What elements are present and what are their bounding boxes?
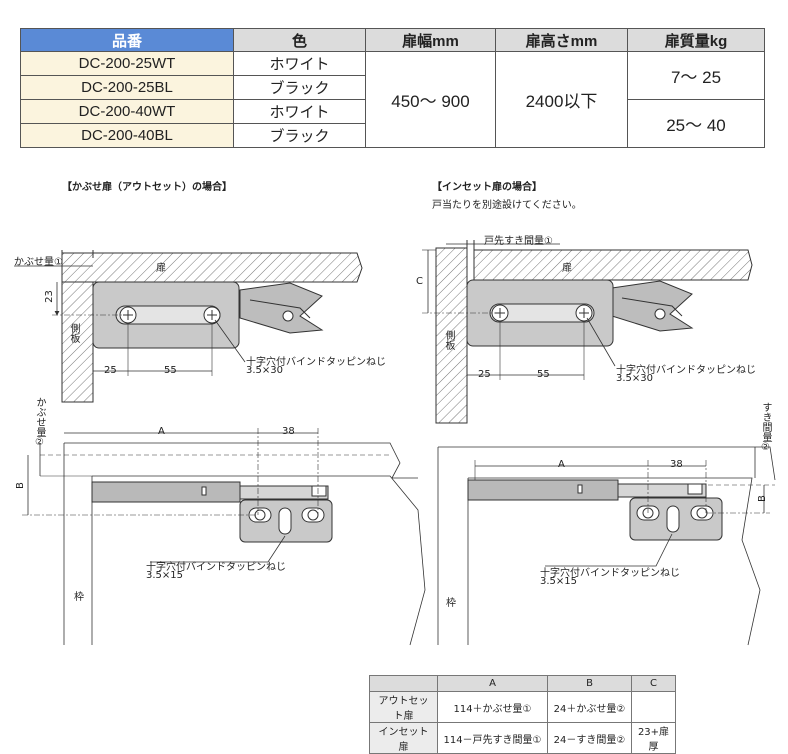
cell-b: 24－すき間量②	[547, 722, 632, 754]
abc-header-row: A B C	[369, 675, 676, 692]
dim-55-label: 55	[164, 365, 177, 376]
row-label: アウトセット扉	[369, 691, 438, 723]
side-panel-label: 側板	[68, 323, 79, 343]
cell-a: 114＋かぶせ量①	[437, 691, 548, 723]
table-row: DC-200-25BL ブラック	[20, 75, 765, 100]
dim-b-label-inset: B	[756, 495, 768, 502]
abc-header-c: C	[631, 675, 676, 692]
part-number: DC-200-40BL	[20, 123, 234, 148]
dim-a-label-inset: A	[558, 459, 565, 470]
gap-2-label: すき間量②	[760, 402, 771, 453]
inset-note: 戸当たりを別途設けてください。	[432, 200, 582, 211]
header-door-mass: 扉質量kg	[627, 28, 765, 52]
door-label-inset: 扉	[562, 263, 572, 274]
abc-header-b: B	[547, 675, 632, 692]
door-section-inset	[473, 249, 753, 281]
dim-a-label: A	[158, 426, 165, 437]
tip-gap-1-label: 戸先すき間量①	[484, 236, 553, 247]
side-panel-section-inset	[435, 247, 468, 424]
header-door-width: 扉幅mm	[365, 28, 496, 52]
side-panel-section	[61, 281, 94, 403]
dim-23-label: 23	[43, 290, 55, 303]
door-label: 扉	[156, 263, 166, 274]
table-row: DC-200-40WT ホワイト 25～ 40	[20, 99, 765, 148]
table-row: DC-200-40BL ブラック	[20, 123, 765, 148]
dim-55-label-inset: 55	[537, 369, 550, 380]
inset-front-view	[437, 446, 776, 646]
inset-title: 【インセット扉の場合】	[432, 182, 542, 193]
hinge-body	[92, 281, 324, 349]
door-width-value: 450～ 900	[365, 51, 496, 148]
door-mass-value-1: 7～ 25	[627, 51, 765, 100]
side-panel-label-inset: 側板	[443, 330, 454, 350]
table-row: インセット扉 114－戸先すき間量① 24－すき間量② 23+扉厚	[369, 722, 676, 754]
screw-name-1: 十字穴付バインドタッピンねじ	[246, 357, 386, 368]
frame-label-inset: 枠	[446, 598, 456, 609]
color-name: ホワイト	[233, 51, 366, 76]
hinge-body-inset	[466, 279, 694, 347]
row-label: インセット扉	[369, 722, 438, 754]
outset-title: 【かぶせ扉（アウトセット）の場合】	[62, 182, 232, 193]
spec-table: 品番 色 扉幅mm 扉高さmm 扉質量kg DC-200-25WT ホワイト 4…	[20, 28, 765, 148]
screw-size-4: 3.5×15	[540, 576, 578, 587]
overlap-2-label: かぶせ量②	[34, 397, 45, 448]
dim-25-label: 25	[104, 365, 117, 376]
table-row: アウトセット扉 114＋かぶせ量① 24＋かぶせ量②	[369, 691, 676, 723]
screw-name-2: 十字穴付バインドタッピンねじ	[616, 365, 756, 376]
cell-c: 23+扉厚	[631, 722, 676, 754]
color-name: ブラック	[233, 75, 366, 100]
screw-size-1: 3.5×30	[246, 365, 284, 376]
door-height-value: 2400以下	[495, 51, 628, 148]
header-door-height: 扉高さmm	[495, 28, 628, 52]
part-number: DC-200-25WT	[20, 51, 234, 76]
door-section	[61, 252, 363, 283]
screw-name-4: 十字穴付バインドタッピンねじ	[540, 568, 680, 579]
frame-label: 枠	[74, 592, 84, 603]
dim-25-label-inset: 25	[478, 369, 491, 380]
screw-size-2: 3.5×30	[616, 373, 654, 384]
part-number: DC-200-40WT	[20, 99, 234, 124]
screw-name-3: 十字穴付バインドタッピンねじ	[146, 562, 286, 573]
door-mass-value-2: 25～ 40	[627, 99, 765, 148]
abc-header-a: A	[437, 675, 548, 692]
dim-b-label: B	[14, 482, 26, 489]
abc-table: A B C アウトセット扉 114＋かぶせ量① 24＋かぶせ量② インセット扉 …	[369, 675, 676, 754]
installation-diagrams	[14, 240, 776, 646]
cell-c	[631, 691, 676, 723]
table-row: DC-200-25WT ホワイト 450～ 900 2400以下 7～ 25	[20, 51, 765, 148]
outset-front-view	[22, 428, 426, 646]
color-name: ブラック	[233, 123, 366, 148]
cell-a: 114－戸先すき間量①	[437, 722, 548, 754]
outset-top-view	[14, 250, 363, 403]
dim-38-label: 38	[282, 426, 295, 437]
header-part-number: 品番	[20, 28, 234, 52]
dim-c-label: C	[416, 276, 423, 287]
cell-b: 24＋かぶせ量②	[547, 691, 632, 723]
screw-size-3: 3.5×15	[146, 570, 184, 581]
part-number: DC-200-25BL	[20, 75, 234, 100]
inset-top-view	[422, 240, 753, 424]
spec-header-row: 品番 色 扉幅mm 扉高さmm 扉質量kg	[20, 28, 765, 52]
overlap-1-label: かぶせ量①	[14, 257, 63, 268]
dim-38-label-inset: 38	[670, 459, 683, 470]
abc-header-blank	[369, 675, 438, 692]
